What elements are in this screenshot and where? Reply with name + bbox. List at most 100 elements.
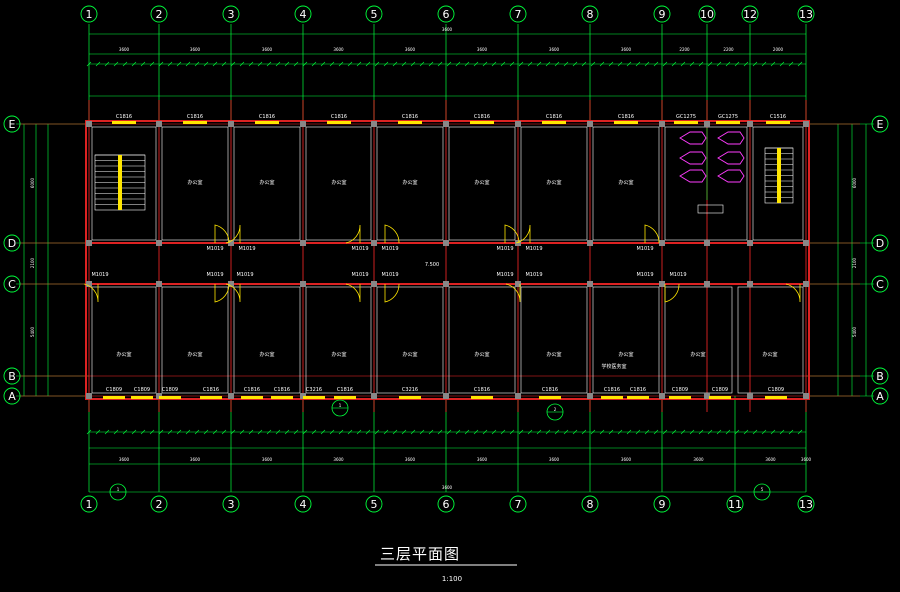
upper-room-outline [520,126,588,241]
structural-column [86,393,92,399]
tick-mark [383,61,389,67]
axis-bubble-top [698,5,716,23]
axis-bubble-bottom [80,495,98,513]
tick-mark [140,61,146,67]
window-bottom [271,396,293,399]
section-mark-label: 2 [554,407,557,412]
tick-mark [131,61,137,67]
structural-column [515,393,521,399]
tick-mark [347,61,353,67]
axis-bubble-top-label: 10 [700,8,714,21]
window-top [470,121,494,124]
tick-mark [572,429,578,435]
section-mark-label: 1 [117,487,120,492]
tick-mark [194,61,200,67]
tick-mark [122,429,128,435]
door-swing [345,224,361,244]
door-swing [785,283,801,303]
axis-bubble-right [871,387,889,405]
window-label-top: GC1275 [718,114,738,120]
tick-mark [293,429,299,435]
dimension-label-bottom: 3600 [765,457,776,462]
tick-mark [356,429,362,435]
tick-mark [293,61,299,67]
dimension-label-bottom: 3600 [405,457,416,462]
lower-room-outline [233,286,301,394]
axis-bubble-right-label: C [876,278,884,291]
axis-bubble-top [509,5,527,23]
structural-column [443,393,449,399]
tick-mark [590,429,596,435]
tick-mark [149,429,155,435]
dimension-label-bottom: 3600 [549,457,560,462]
tick-mark [707,61,713,67]
door-swing [515,224,531,244]
tick-mark [455,61,461,67]
tick-mark [104,61,110,67]
structural-column [515,240,521,246]
stair-right-handrail [777,148,781,203]
tick-mark [662,61,668,67]
axis-bubble-right-label: A [876,390,884,403]
axis-bubble-bottom [581,495,599,513]
axis-bubble-left [3,275,21,293]
tick-mark [203,61,209,67]
window-top [255,121,279,124]
tick-mark [230,61,236,67]
door-swing [664,283,680,303]
tick-mark [176,61,182,67]
tick-mark [248,61,254,67]
tick-mark [509,429,515,435]
tick-mark [428,429,434,435]
structural-column [228,281,234,287]
tick-mark [689,429,695,435]
tick-mark [230,429,236,435]
tick-mark [554,61,560,67]
tick-mark [176,429,182,435]
structural-column [86,121,92,127]
structural-column [803,281,809,287]
walls [85,120,810,400]
room-label-lower: 办公室 [116,351,131,358]
tick-mark [320,429,326,435]
tick-mark [122,61,128,67]
tick-mark [797,61,803,67]
tick-mark [581,61,587,67]
window-label-top: C1816 [331,114,347,120]
tick-mark [545,429,551,435]
dimension-label-top: 3600 [333,47,344,52]
tick-mark [707,429,713,435]
tick-mark [410,61,416,67]
tick-mark [131,429,137,435]
dimension-label-bottom: 3600 [801,457,812,462]
axis-bubble-bottom-label: 3 [228,498,235,511]
tick-mark [662,429,668,435]
window-bottom [539,396,561,399]
toilet-fixtures [679,128,745,214]
axis-bubble-top [80,5,98,23]
tick-mark [392,61,398,67]
window-label-top: C1816 [259,114,275,120]
axis-bubble-right [871,275,889,293]
tick-mark [536,61,542,67]
window-label-bottom: C1816 [630,387,646,393]
structural-column [587,240,593,246]
dimension-label-bottom: 3600 [190,457,201,462]
tick-mark [581,429,587,435]
tick-mark [401,429,407,435]
tick-mark [626,429,632,435]
tick-mark [140,429,146,435]
lower-room-outline [91,286,157,394]
window-top [674,121,698,124]
tick-mark [266,429,272,435]
axis-bubble-top-label: 2 [156,8,163,21]
lower-room-outline [161,286,229,394]
axis-bubble-top [797,5,815,23]
structural-column [659,281,665,287]
tick-mark [554,429,560,435]
structural-column [803,393,809,399]
window-top [183,121,207,124]
window-label-bottom: C1809 [106,387,122,393]
tick-mark [437,61,443,67]
upper-room-outline [376,126,444,241]
